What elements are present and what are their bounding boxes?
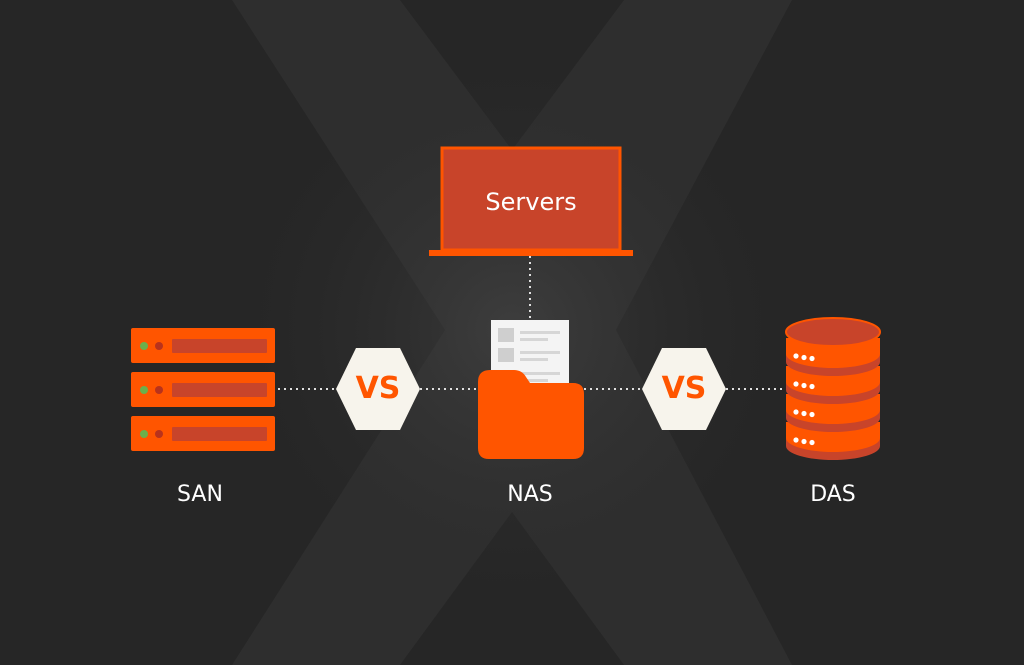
vs-badge-left: [336, 348, 420, 430]
vs-badge-right: [642, 348, 726, 430]
das-label: DAS: [810, 482, 856, 507]
rack-unit: [131, 372, 275, 407]
san-rack-icon: [131, 328, 275, 451]
servers-label: Servers: [485, 188, 577, 216]
san-label: SAN: [177, 482, 223, 507]
connector-lines: [278, 256, 786, 390]
nas-label: NAS: [507, 482, 553, 507]
servers-laptop-icon: [429, 146, 633, 256]
status-led-green: [140, 430, 148, 438]
disk-layer: [786, 338, 880, 376]
vs-label-right: VS: [661, 371, 707, 406]
status-led-green: [140, 342, 148, 350]
vs-label-left: VS: [355, 371, 401, 406]
das-database-icon: [785, 317, 881, 460]
status-led-red: [155, 342, 163, 350]
rack-unit: [131, 328, 275, 363]
rack-unit: [131, 416, 275, 451]
status-led-red: [155, 386, 163, 394]
status-led-green: [140, 386, 148, 394]
nas-folder-icon: [478, 320, 584, 459]
status-led-red: [155, 430, 163, 438]
disk-top: [786, 318, 880, 346]
